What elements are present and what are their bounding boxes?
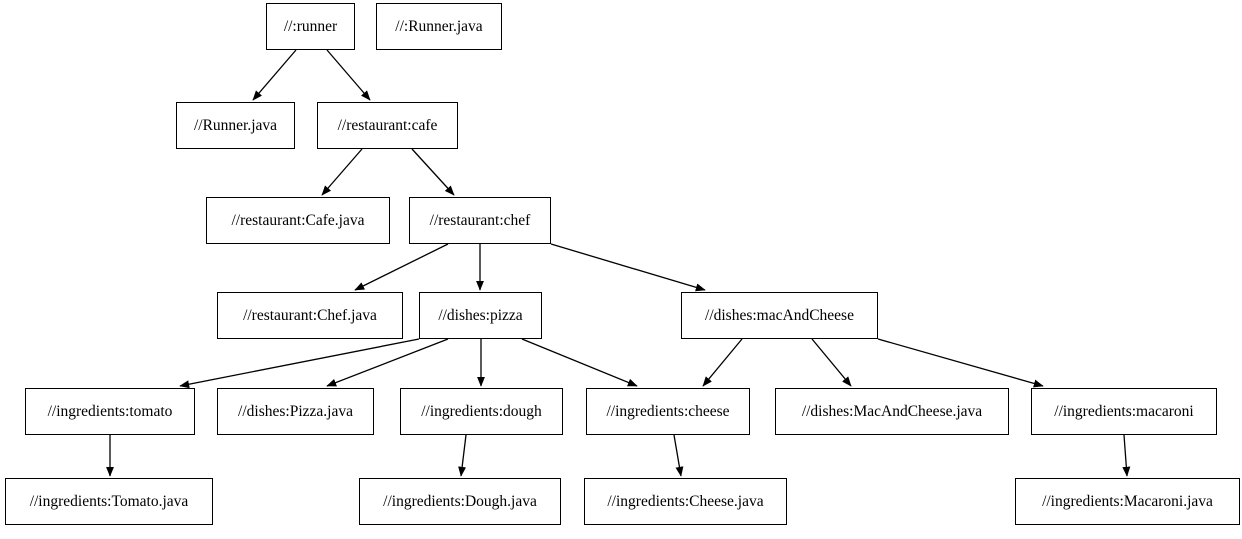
graph-node-label: //ingredients:macaroni (1054, 402, 1194, 420)
graph-node-runner-java-root[interactable]: //:Runner.java (376, 3, 502, 50)
graph-edge (550, 243, 706, 292)
graph-edge (252, 49, 297, 101)
graph-node-dishes-MacAndCheese-java[interactable]: //dishes:MacAndCheese.java (775, 388, 1009, 435)
graph-node-label: //restaurant:chef (429, 211, 531, 229)
graph-node-ingredients-Macaroni-java[interactable]: //ingredients:Macaroni.java (1015, 478, 1240, 525)
graph-edge (1122, 434, 1131, 477)
graph-node-label: //ingredients:tomato (47, 402, 173, 420)
graph-edge (179, 338, 420, 389)
graph-node-label: //restaurant:Chef.java (243, 306, 377, 324)
graph-node-dishes-macAndCheese[interactable]: //dishes:macAndCheese (681, 292, 878, 339)
graph-node-label: //dishes:Pizza.java (238, 402, 353, 420)
graph-node-label: //dishes:pizza (438, 306, 523, 324)
graph-edge (326, 338, 449, 387)
graph-node-label: //Runner.java (193, 116, 278, 134)
graph-node-restaurant-chef[interactable]: //restaurant:chef (409, 197, 551, 244)
graph-edge (458, 434, 467, 477)
graph-node-ingredients-cheese[interactable]: //ingredients:cheese (586, 388, 750, 435)
graph-node-runner[interactable]: //:runner (266, 3, 355, 50)
graph-node-ingredients-macaroni[interactable]: //ingredients:macaroni (1031, 388, 1217, 435)
graph-node-label: //restaurant:cafe (337, 116, 438, 134)
graph-node-ingredients-tomato[interactable]: //ingredients:tomato (25, 388, 195, 435)
graph-node-label: //restaurant:Cafe.java (231, 211, 365, 229)
graph-edge (702, 338, 743, 387)
graph-node-label: //ingredients:cheese (606, 402, 730, 420)
graph-edge (673, 434, 684, 477)
graph-edge (354, 243, 449, 291)
graph-edge (811, 338, 852, 387)
graph-node-restaurant-Cafe-java[interactable]: //restaurant:Cafe.java (206, 197, 390, 244)
graph-node-label: //dishes:MacAndCheese.java (801, 402, 983, 420)
graph-node-label: //ingredients:Tomato.java (29, 492, 189, 510)
graph-edge (321, 148, 363, 196)
graph-node-restaurant-Chef-java[interactable]: //restaurant:Chef.java (217, 292, 403, 339)
graph-node-ingredients-Tomato-java[interactable]: //ingredients:Tomato.java (5, 478, 213, 525)
graph-edge (411, 148, 455, 196)
graph-node-ingredients-dough[interactable]: //ingredients:dough (400, 388, 563, 435)
graph-node-label: //:runner (283, 17, 338, 35)
graph-node-ingredients-Cheese-java[interactable]: //ingredients:Cheese.java (584, 478, 787, 525)
graph-node-label: //:Runner.java (395, 17, 483, 35)
graph-node-dishes-pizza[interactable]: //dishes:pizza (419, 292, 542, 339)
graph-node-dishes-Pizza-java[interactable]: //dishes:Pizza.java (217, 388, 374, 435)
graph-node-restaurant-cafe[interactable]: //restaurant:cafe (317, 102, 458, 149)
graph-node-label: //dishes:macAndCheese (705, 306, 854, 324)
graph-node-label: //ingredients:dough (421, 402, 542, 420)
graph-edge (521, 338, 638, 387)
graph-node-label: //ingredients:Dough.java (383, 492, 537, 510)
graph-edge (877, 338, 1044, 388)
graph-node-label: //ingredients:Cheese.java (607, 492, 764, 510)
graph-node-label: //ingredients:Macaroni.java (1042, 492, 1213, 510)
graph-node-Runner-java[interactable]: //Runner.java (176, 102, 295, 149)
graph-node-ingredients-Dough-java[interactable]: //ingredients:Dough.java (359, 478, 561, 525)
graph-edge (326, 49, 371, 101)
